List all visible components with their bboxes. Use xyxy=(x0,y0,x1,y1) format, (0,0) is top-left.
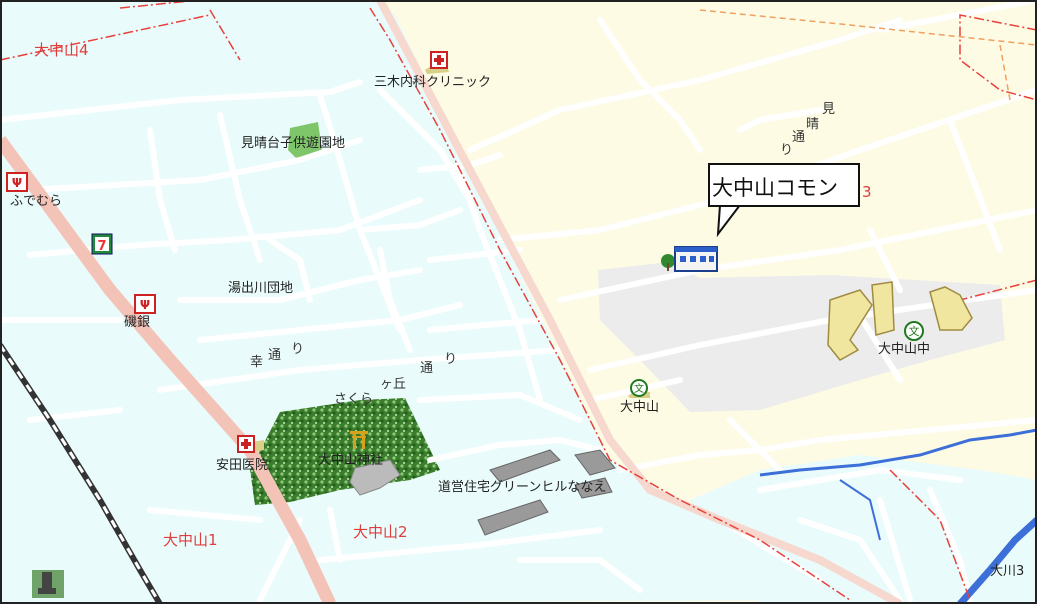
road-label: 晴 xyxy=(806,117,820,132)
restaurant-icon: Ψ xyxy=(134,294,156,314)
road-label: り xyxy=(780,143,794,158)
convenience-store-icon: 7 xyxy=(91,233,113,255)
callout-title: 大中山コモン xyxy=(712,176,838,200)
poi-label: 道営住宅グリーンヒルななえ xyxy=(438,480,607,495)
poi-label: ふでむら xyxy=(10,194,63,209)
poi-label: 大中山 xyxy=(620,400,660,415)
road-label: り xyxy=(444,352,458,367)
svg-text:7: 7 xyxy=(97,239,106,254)
poi-label: 三木内科クリニック xyxy=(374,75,492,90)
office-building-icon[interactable] xyxy=(660,241,722,273)
school-grounds xyxy=(598,262,1005,412)
hospital-icon xyxy=(425,51,449,74)
road-label: り xyxy=(291,342,305,357)
area-label: 大中山2 xyxy=(353,523,408,541)
river-main xyxy=(957,517,1037,604)
area-label: 大川3 xyxy=(990,564,1025,579)
main-road xyxy=(0,136,336,604)
area-label: 大中山1 xyxy=(163,531,218,549)
road-label: 見 xyxy=(822,102,836,117)
svg-text:Ψ: Ψ xyxy=(140,298,150,312)
poi-label: 湯出川団地 xyxy=(228,281,294,296)
poi-label: 大中山神社 xyxy=(318,453,384,468)
monument-icon xyxy=(32,570,64,598)
residential-area-southeast xyxy=(690,455,1037,604)
poi-label: 磯銀 xyxy=(124,315,151,330)
road-label: さくら xyxy=(334,392,374,407)
east-road xyxy=(376,0,902,604)
river xyxy=(759,428,1037,477)
city-boundary xyxy=(699,9,1037,101)
svg-text:文: 文 xyxy=(909,324,920,338)
svg-text:Ψ: Ψ xyxy=(12,176,22,190)
minor-streets xyxy=(0,79,973,603)
hospital-icon xyxy=(237,435,264,453)
area-label: 大中山4 xyxy=(34,41,89,59)
junior-high-building xyxy=(827,281,973,361)
shrine-building xyxy=(349,459,401,496)
school-icon: 文 xyxy=(628,379,650,398)
poi-label: 安田医院 xyxy=(216,458,269,473)
poi-label: 見晴台子供遊園地 xyxy=(241,136,346,151)
place-callout[interactable] xyxy=(708,163,860,207)
shrine-icon xyxy=(350,431,368,449)
creek xyxy=(839,479,881,541)
railway-dash xyxy=(0,344,162,604)
park-area xyxy=(288,122,322,162)
road-label: 通 xyxy=(268,348,282,363)
road-label: 幸 xyxy=(250,355,264,370)
school-icon: 文 xyxy=(904,321,924,341)
road-label: ヶ丘 xyxy=(380,377,407,392)
svg-text:文: 文 xyxy=(634,382,644,395)
housing-blocks xyxy=(477,449,616,536)
road-label: 通 xyxy=(792,130,806,145)
restaurant-icon: Ψ xyxy=(6,172,28,192)
area-label: 3 xyxy=(862,183,872,201)
residential-area-west xyxy=(0,0,860,604)
poi-label: 大中山中 xyxy=(878,342,931,357)
road-label: 通 xyxy=(420,361,434,376)
